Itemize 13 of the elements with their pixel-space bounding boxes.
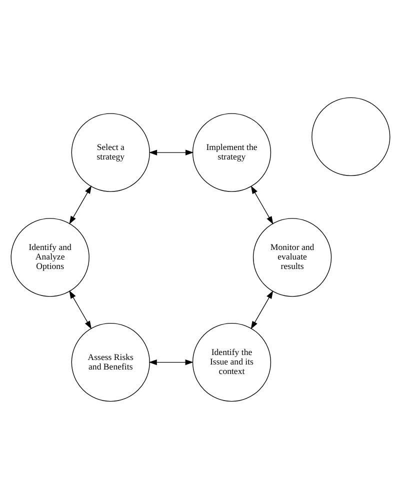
arrow	[148, 359, 194, 366]
node-circle: Identify and Analyze Options	[10, 218, 90, 297]
node-circle: Implement the strategy	[192, 113, 272, 192]
arrow	[148, 150, 194, 156]
node-circle	[312, 97, 390, 176]
arrow	[69, 186, 92, 224]
node-circle: Assess Risks and Benefits	[71, 322, 150, 402]
node-circle: Monitor and evaluate results	[252, 218, 332, 297]
node-circle: Identify the Issue and its context	[192, 322, 272, 402]
arrow	[250, 290, 274, 330]
arrow	[69, 290, 92, 330]
arrow	[250, 186, 274, 224]
node-circle: Select a strategy	[71, 113, 150, 192]
